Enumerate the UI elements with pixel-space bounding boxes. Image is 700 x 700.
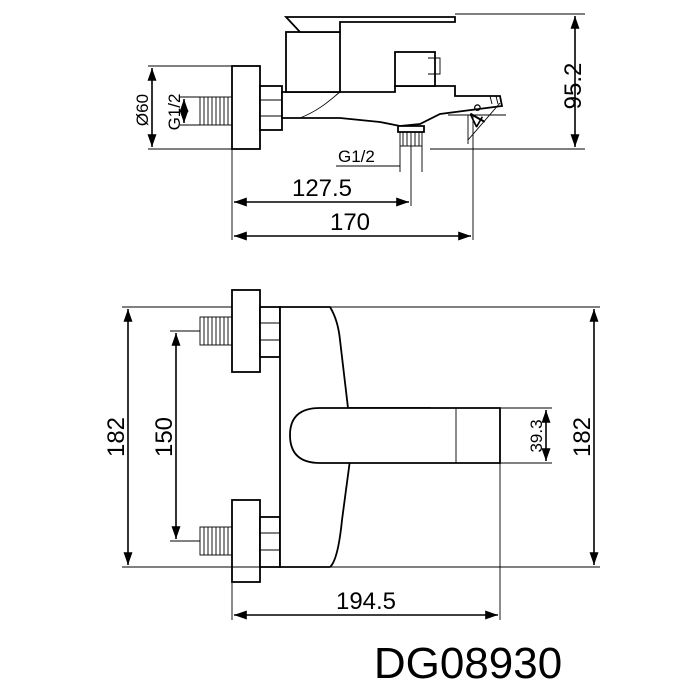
outlet-distance-label: 127.5 — [292, 175, 352, 202]
height-right-label: 182 — [569, 417, 596, 457]
connection-nut — [259, 85, 283, 131]
model-code: DG08930 — [374, 639, 562, 688]
spout-front — [289, 407, 501, 464]
diameter-label: Ø60 — [133, 94, 152, 126]
upper-nut — [259, 306, 281, 358]
height-label: 95.2 — [560, 63, 587, 110]
height-left-label: 182 — [103, 417, 130, 457]
inlet-thread — [199, 96, 233, 126]
depth-label: 170 — [330, 209, 370, 236]
lower-wall-flange — [231, 499, 261, 583]
upper-wall-flange — [231, 289, 261, 373]
lower-nut — [259, 516, 281, 568]
side-view: 95.2 4° Ø60 G1/2 G1/2 127.5 170 — [133, 13, 587, 241]
outlet-thread-label: G1/2 — [338, 147, 375, 166]
lower-inlet-thread — [199, 526, 233, 556]
wall-flange — [231, 65, 261, 150]
diverter-knob — [394, 51, 436, 87]
length-label: 194.5 — [336, 588, 396, 615]
spout-width-label: 39.3 — [527, 419, 546, 452]
inlet-thread-label: G1/2 — [165, 94, 184, 131]
upper-inlet-thread — [199, 316, 233, 346]
shower-outlet-nut — [397, 125, 425, 133]
lever-handle — [283, 16, 456, 33]
centers-label: 150 — [151, 417, 178, 457]
front-view: 182 150 39.3 182 194.5 — [103, 289, 600, 620]
handle-housing — [285, 31, 341, 93]
